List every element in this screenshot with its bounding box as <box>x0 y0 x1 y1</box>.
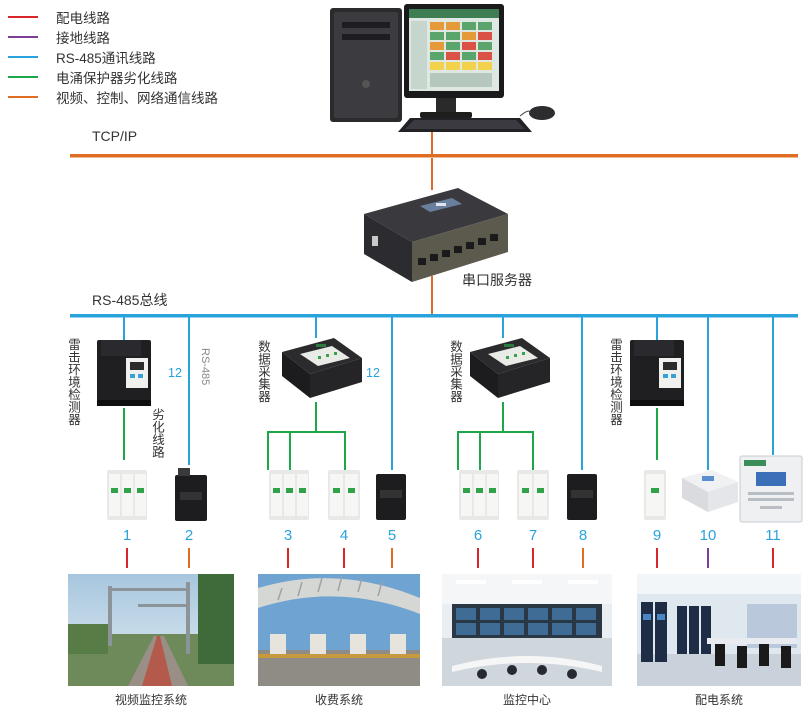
tcpip-label: TCP/IP <box>92 128 138 144</box>
spd-3pole-6 <box>459 470 499 520</box>
spd-number-7: 7 <box>528 527 538 544</box>
data-collector-1 <box>282 338 362 398</box>
legend-label-network: 视频、控制、网络通信线路 <box>56 91 218 106</box>
legend-swatch-ground <box>8 36 38 38</box>
spd-3pole-1 <box>107 470 147 520</box>
rs485-vertical-label: RS-485 <box>199 348 211 386</box>
degradation-lines <box>123 402 658 470</box>
toll-system-photo <box>258 574 420 686</box>
scene-label-monitoring: 监控中心 <box>502 693 551 707</box>
wire-count-label-2: 12 <box>366 366 380 380</box>
legend-label-rs485: RS-485通讯线路 <box>56 51 156 66</box>
spd-number-8: 8 <box>578 527 588 544</box>
spd-black-2 <box>175 468 207 521</box>
scene-label-video: 视频监控系统 <box>114 693 187 707</box>
spd-number-2: 2 <box>184 527 194 544</box>
legend-label-power: 配电线路 <box>56 11 110 26</box>
data-collector-2 <box>470 338 550 398</box>
serial-server-label: 串口服务器 <box>462 272 532 288</box>
legend-item-ground: 接地线路 <box>8 28 110 46</box>
legend-swatch-rs485 <box>8 56 38 58</box>
spd-2pole-7 <box>517 470 549 520</box>
legend-swatch-degradation <box>8 76 38 78</box>
legend-swatch-power <box>8 16 38 18</box>
legend-label-ground: 接地线路 <box>56 31 110 46</box>
ground-monitor-10 <box>682 470 738 512</box>
legend-label-degradation: 电涌保护器劣化线路 <box>56 71 178 86</box>
scene-label-distribution: 配电系统 <box>694 693 743 707</box>
spd-3pole-3 <box>269 470 309 520</box>
legend-item-network: 视频、控制、网络通信线路 <box>8 88 218 106</box>
spd-number-4: 4 <box>339 527 349 544</box>
rs485-bus-label: RS-485总线 <box>92 292 168 308</box>
spd-number-5: 5 <box>387 527 397 544</box>
spd-black-5 <box>376 474 406 520</box>
number-drops <box>126 548 774 568</box>
spd-number-6: 6 <box>473 527 483 544</box>
legend-item-degradation: 电涌保护器劣化线路 <box>8 68 178 86</box>
spd-number-1: 1 <box>122 527 132 544</box>
spd-number-9: 9 <box>652 527 662 544</box>
data-collector-label-2: 数据采集器 <box>448 340 462 403</box>
rs485-drops <box>123 317 774 470</box>
wire-count-label-1: 12 <box>168 366 182 380</box>
legend-item-power: 配电线路 <box>8 8 110 26</box>
degradation-line-label: 劣化线路 <box>150 408 164 458</box>
spd-number-10: 10 <box>699 527 717 544</box>
spd-number-11: 11 <box>765 527 781 544</box>
spd-black-8 <box>567 474 597 520</box>
monitoring-center-photo <box>442 574 612 686</box>
rs485-bus <box>70 314 798 318</box>
distribution-cabinet-11 <box>739 455 803 523</box>
lightning-monitor-1 <box>97 340 151 406</box>
tcpip-bus <box>70 154 798 158</box>
computer-workstation <box>330 4 555 132</box>
spd-2pole-4 <box>328 470 360 520</box>
serial-server-device <box>364 188 508 282</box>
data-collector-label-1: 数据采集器 <box>256 340 270 403</box>
legend-item-rs485: RS-485通讯线路 <box>8 48 156 66</box>
lightning-monitor-label-2: 雷击环境检测器 <box>608 338 622 426</box>
video-surveillance-photo <box>68 574 234 686</box>
lightning-monitor-label-1: 雷击环境检测器 <box>66 338 80 426</box>
spd-1pole-9 <box>644 470 666 520</box>
scene-label-toll: 收费系统 <box>314 693 363 707</box>
spd-number-3: 3 <box>283 527 293 544</box>
legend-swatch-network <box>8 96 38 98</box>
power-distribution-photo <box>637 574 801 686</box>
lightning-monitor-2 <box>630 340 684 406</box>
